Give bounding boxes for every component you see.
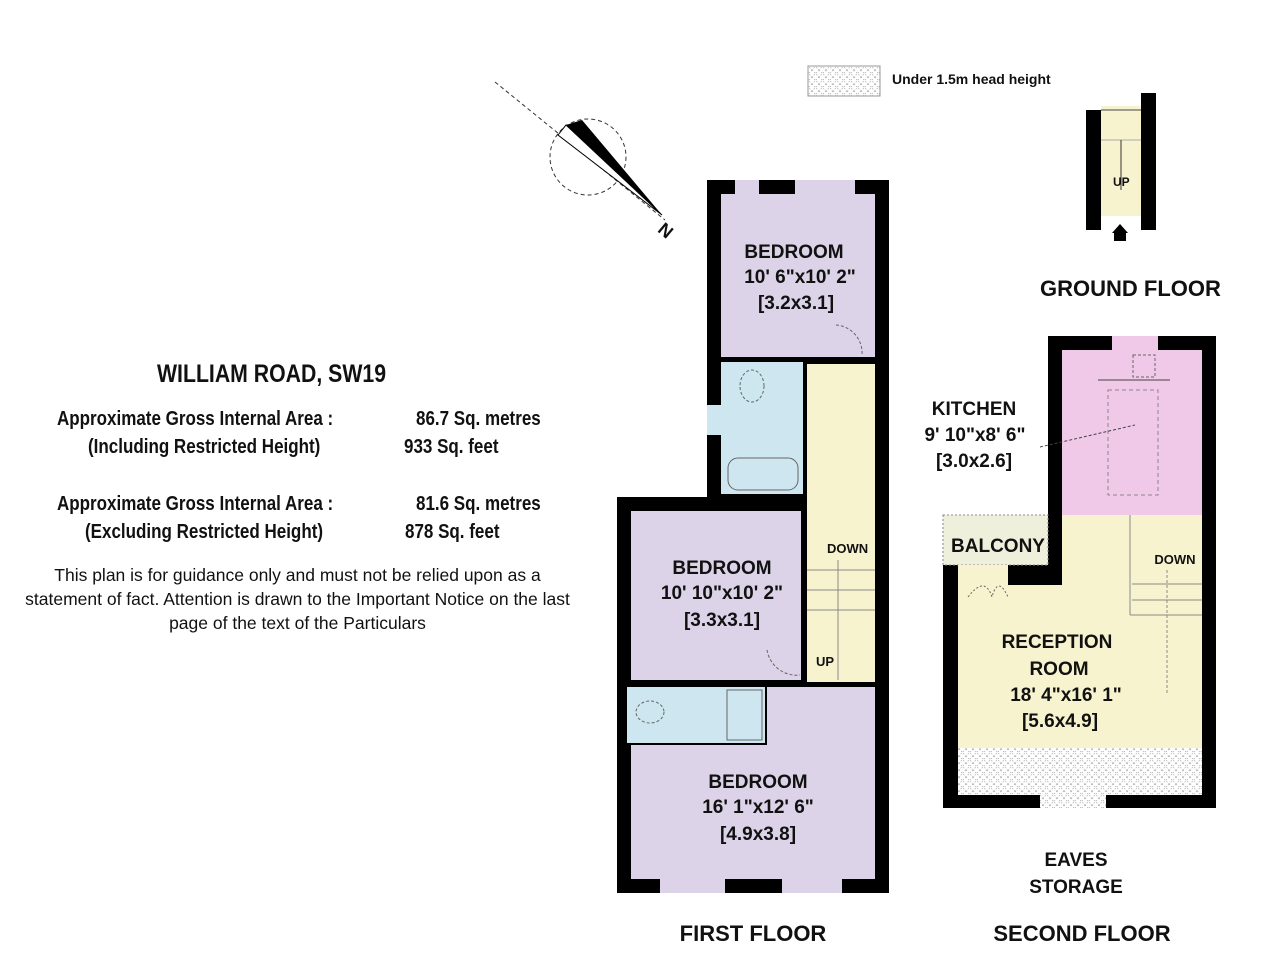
bedroom-2-metric: [3.3x3.1] [684,610,760,631]
reception-name-line1: RECEPTION [1002,632,1113,653]
area-sublabel-incl: (Including Restricted Height) [88,436,321,458]
first-floor-plan: DOWN UP BEDROOM 10' 6"x10' 2" [3.2x3.1] … [617,180,889,946]
property-title: WILLIAM ROAD, SW19 [157,360,387,388]
bathroom-1 [721,362,803,494]
kitchen-name: KITCHEN [932,399,1016,420]
restricted-height-area [958,748,1202,795]
eaves-storage-line1: EAVES [1044,850,1107,871]
area-feet-excl: 878 Sq. feet [405,521,500,543]
ground-stairs-up-label: UP [1113,175,1130,189]
first-floor-label: FIRST FLOOR [680,921,827,946]
bedroom-2 [631,511,801,680]
second-floor-plan: KITCHEN 9' 10"x8' 6" [3.0x2.6] BALCONY R… [924,336,1216,946]
compass-icon: N [494,81,677,243]
reception-metric: [5.6x4.9] [1022,711,1098,732]
bedroom-1 [721,194,875,357]
first-stairs-down-label: DOWN [827,541,868,556]
bedroom-1-name: BEDROOM [744,242,843,263]
ground-floor-plan: UP GROUND FLOOR [1040,93,1221,301]
legend: Under 1.5m head height [807,65,1051,97]
second-floor-label: SECOND FLOOR [993,921,1170,946]
first-stairs-up-label: UP [816,654,834,669]
kitchen [1062,350,1202,515]
bedroom-1-imperial: 10' 6"x10' 2" [744,267,856,288]
compass-north-label: N [654,219,677,243]
area-label-incl: Approximate Gross Internal Area : [57,408,334,430]
area-metres-excl: 81.6 Sq. metres [416,493,541,515]
ground-floor-label: GROUND FLOOR [1040,276,1221,301]
bathroom-2 [627,687,765,743]
bedroom-3-name: BEDROOM [708,772,807,793]
reception-name-line2: ROOM [1029,659,1088,680]
legend-label: Under 1.5m head height [892,71,1051,87]
bedroom-3-imperial: 16' 1"x12' 6" [702,797,814,818]
second-stairs-down-label: DOWN [1154,552,1195,567]
reception-imperial: 18' 4"x16' 1" [1010,685,1122,706]
balcony [942,514,1049,566]
area-label-excl: Approximate Gross Internal Area : [57,493,334,515]
balcony-label: BALCONY [951,536,1045,557]
bedroom-1-metric: [3.2x3.1] [758,293,834,314]
bedroom-2-name: BEDROOM [672,558,771,579]
area-metres-incl: 86.7 Sq. metres [416,408,541,430]
area-sublabel-excl: (Excluding Restricted Height) [85,521,324,543]
entrance-arrow-icon [1112,224,1128,233]
first-floor-hall [807,364,875,682]
area-feet-incl: 933 Sq. feet [404,436,499,458]
bedroom-3 [631,745,875,879]
bedroom-2-imperial: 10' 10"x10' 2" [661,583,783,604]
kitchen-imperial: 9' 10"x8' 6" [924,425,1025,446]
legend-hatch-swatch [807,65,881,97]
kitchen-metric: [3.0x2.6] [936,451,1012,472]
eaves-storage-line2: STORAGE [1029,877,1123,898]
bedroom-3-metric: [4.9x3.8] [720,824,796,845]
disclaimer-notice: This plan is for guidance only and must … [25,565,570,633]
